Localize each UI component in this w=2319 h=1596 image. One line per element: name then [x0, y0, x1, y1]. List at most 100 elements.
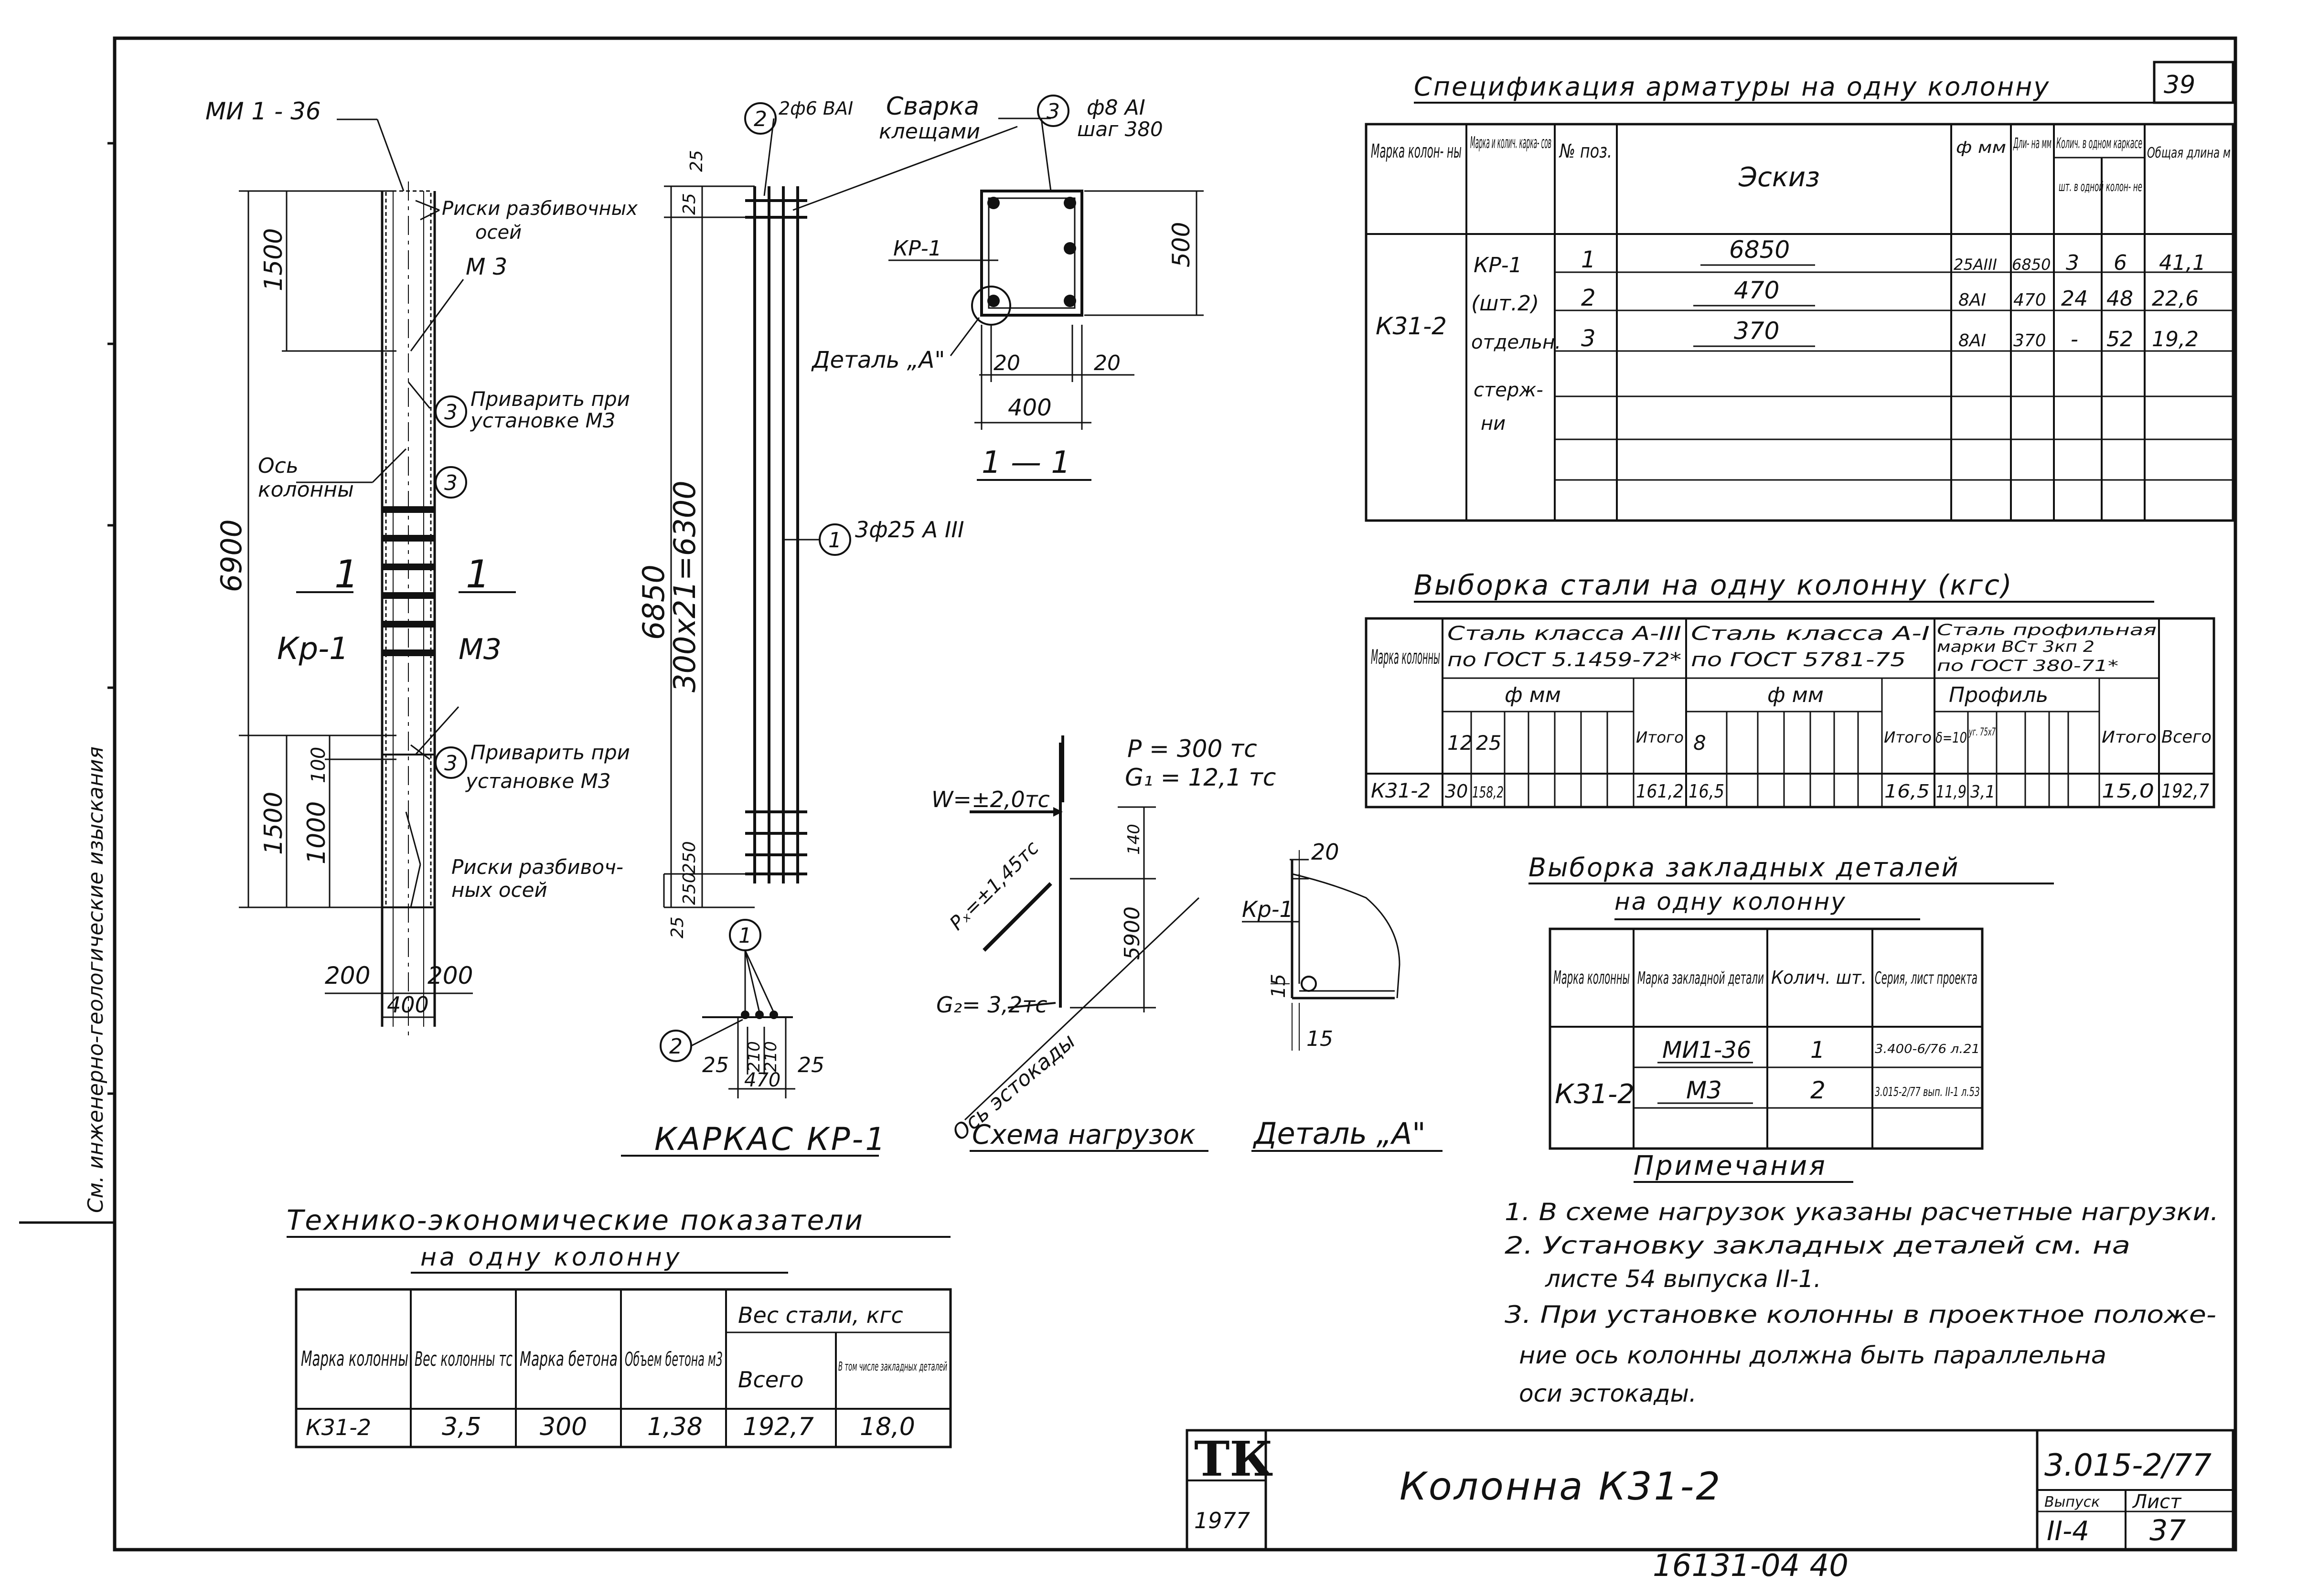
svg-text:3: 3	[444, 751, 458, 776]
dim-1000: 1000	[302, 801, 331, 864]
kr1-label: Кр-1	[277, 631, 349, 667]
embed-table	[1528, 883, 2054, 1150]
svg-text:52: 52	[2106, 327, 2133, 351]
frame-title: КАРКАС КР-1	[654, 1121, 887, 1158]
svg-text:192,7: 192,7	[743, 1413, 814, 1441]
detail-a-15a: 15	[1268, 974, 1290, 998]
svg-text:370: 370	[2013, 331, 2046, 351]
embed-h-qty: Колич. шт.	[1771, 967, 1867, 988]
svg-text:300: 300	[540, 1413, 587, 1441]
stamp-vyp-label: Выпуск	[2044, 1494, 2100, 1511]
spec-row-2: 2 470 8AI 470 24 48 22,6	[1581, 277, 2199, 311]
steel-h-prof-3: по ГОСТ 380-71*	[1937, 657, 2118, 675]
dim-250-top: 250	[680, 841, 699, 874]
note-2b: листе 54 выпуска II-1.	[1545, 1265, 1821, 1293]
dim-210-b: 210	[761, 1041, 780, 1072]
svg-text:3: 3	[1047, 99, 1060, 124]
tech-h-mark: Марка колонны	[301, 1347, 408, 1371]
svg-text:8AI: 8AI	[1958, 290, 1986, 310]
steel-h-prof-1: Сталь профильная	[1937, 621, 2157, 639]
load-Px: Pₓ=±1,45тс	[946, 837, 1044, 935]
embed-title: Выборка закладных деталей	[1528, 852, 1960, 883]
svg-text:6850: 6850	[1729, 236, 1790, 264]
embed-subtitle: на одну колонну	[1614, 888, 1847, 915]
tech-h-embedded: В том числе закладных деталей	[838, 1360, 947, 1374]
dim-25-bottom: 25	[668, 916, 687, 938]
steel-h-mark: Марка колонны	[1371, 645, 1440, 669]
dim-100: 100	[308, 747, 330, 783]
embed-row-1: МИ1-36 1 3.400-6/76 л.21	[1662, 1037, 1980, 1064]
steel-h-profil: Профиль	[1949, 683, 2048, 707]
svg-text:16,5: 16,5	[1884, 781, 1930, 802]
dim-25-top-b: 25	[687, 150, 706, 172]
embed-h-mark: Марка колонны	[1553, 967, 1630, 988]
dim-1500-top: 1500	[259, 228, 288, 291]
dim-210-a: 210	[745, 1041, 764, 1072]
svg-text:К31-2: К31-2	[306, 1415, 371, 1440]
embed-h-det: Марка закладной детали	[1637, 968, 1764, 988]
stamp-title: Колонна К31-2	[1400, 1464, 1722, 1509]
svg-text:3: 3	[444, 471, 458, 495]
embed-row-2: М3 2 3.015-2/77 вып. II-1 л.53	[1686, 1076, 1980, 1104]
steel-h-a1-2: по ГОСТ 5781-75	[1691, 649, 1906, 671]
dim-25-sec-right: 25	[798, 1053, 824, 1077]
steel-h-itogo2: Итого	[1884, 728, 1932, 746]
tech-table	[287, 1236, 952, 1448]
dim-20-left: 20	[994, 351, 1020, 375]
weld-bottom-1: Приварить при	[470, 741, 630, 764]
svg-text:48: 48	[2106, 287, 2133, 311]
svg-text:8AI: 8AI	[1958, 331, 1986, 351]
stamp-series: 3.015-2/77	[2044, 1448, 2212, 1483]
svg-text:1,38: 1,38	[647, 1413, 703, 1441]
mark-mi1-36: МИ 1 - 36	[205, 97, 321, 125]
detail-a-20: 20	[1311, 839, 1339, 865]
tech-h-steel: Вес стали, кгс	[738, 1302, 903, 1328]
svg-text:3: 3	[444, 400, 458, 425]
dim-5900: 5900	[1120, 906, 1144, 960]
stamp-list: 37	[2149, 1514, 2186, 1547]
spec-h-pos: № поз.	[1559, 140, 1612, 162]
steel-h-25: 25	[1476, 731, 1501, 755]
dim-6850-frame: 6850	[636, 564, 671, 640]
section-kr1: КР-1	[893, 236, 942, 261]
spec-kark-4: стерж-	[1474, 379, 1543, 401]
steel-h-12: 12	[1447, 731, 1473, 755]
load-scheme	[964, 735, 1200, 1121]
detail-a	[1242, 850, 1400, 1051]
tech-subtitle: на одну колонну	[420, 1243, 683, 1272]
section-title: 1 — 1	[982, 445, 1070, 480]
dim-500: 500	[1167, 222, 1195, 267]
steel-row: К31-2 30 158,2 161,2 16,5 16,5 11,9 3,1 …	[1371, 779, 2209, 802]
section-detail-label: Деталь „А"	[811, 347, 945, 373]
pos3-step: шаг 380	[1077, 117, 1163, 141]
weld-label-1: Сварка	[886, 92, 979, 121]
risks-label-2: осей	[475, 222, 522, 244]
title-block	[1186, 1429, 2234, 1551]
steel-h-itogo1: Итого	[1636, 728, 1684, 746]
note-1: 1. В схеме нагрузок указаны расчетные на…	[1505, 1198, 2219, 1226]
stamp-vyp: II-4	[2047, 1516, 2089, 1547]
weld-label-2: клещами	[879, 119, 980, 144]
m3-top: М 3	[466, 254, 507, 280]
spec-col-mark: К31-2	[1376, 312, 1447, 340]
pos2-label: 2ф6 ВАI	[779, 98, 853, 119]
dim-200-right: 200	[427, 962, 473, 990]
dim-400: 400	[387, 992, 429, 1018]
svg-text:3.015-2/77 вып. II-1 л.53: 3.015-2/77 вып. II-1 л.53	[1875, 1085, 1980, 1099]
svg-text:25AIII: 25AIII	[1954, 255, 1997, 274]
load-G1: G₁ = 12,1 тс	[1125, 764, 1276, 791]
spec-kark-2: (шт.2)	[1471, 291, 1539, 316]
spec-h-mark: Марка колон- ны	[1371, 140, 1462, 162]
column-elevation	[239, 118, 516, 1036]
svg-text:470: 470	[2013, 290, 2046, 310]
section-1-1	[888, 95, 1204, 481]
svg-text:15,0: 15,0	[2102, 780, 2154, 802]
stirrup-marks	[382, 506, 435, 656]
dim-25-sec-left: 25	[702, 1053, 729, 1077]
pos1-label: 3ф25 А III	[855, 517, 964, 543]
dim-470-frame: 470	[744, 1069, 780, 1091]
weld-top-1: Приварить при	[470, 387, 630, 411]
steel-h-fmm2: ф мм	[1767, 683, 1824, 707]
svg-text:6: 6	[2114, 251, 2127, 275]
